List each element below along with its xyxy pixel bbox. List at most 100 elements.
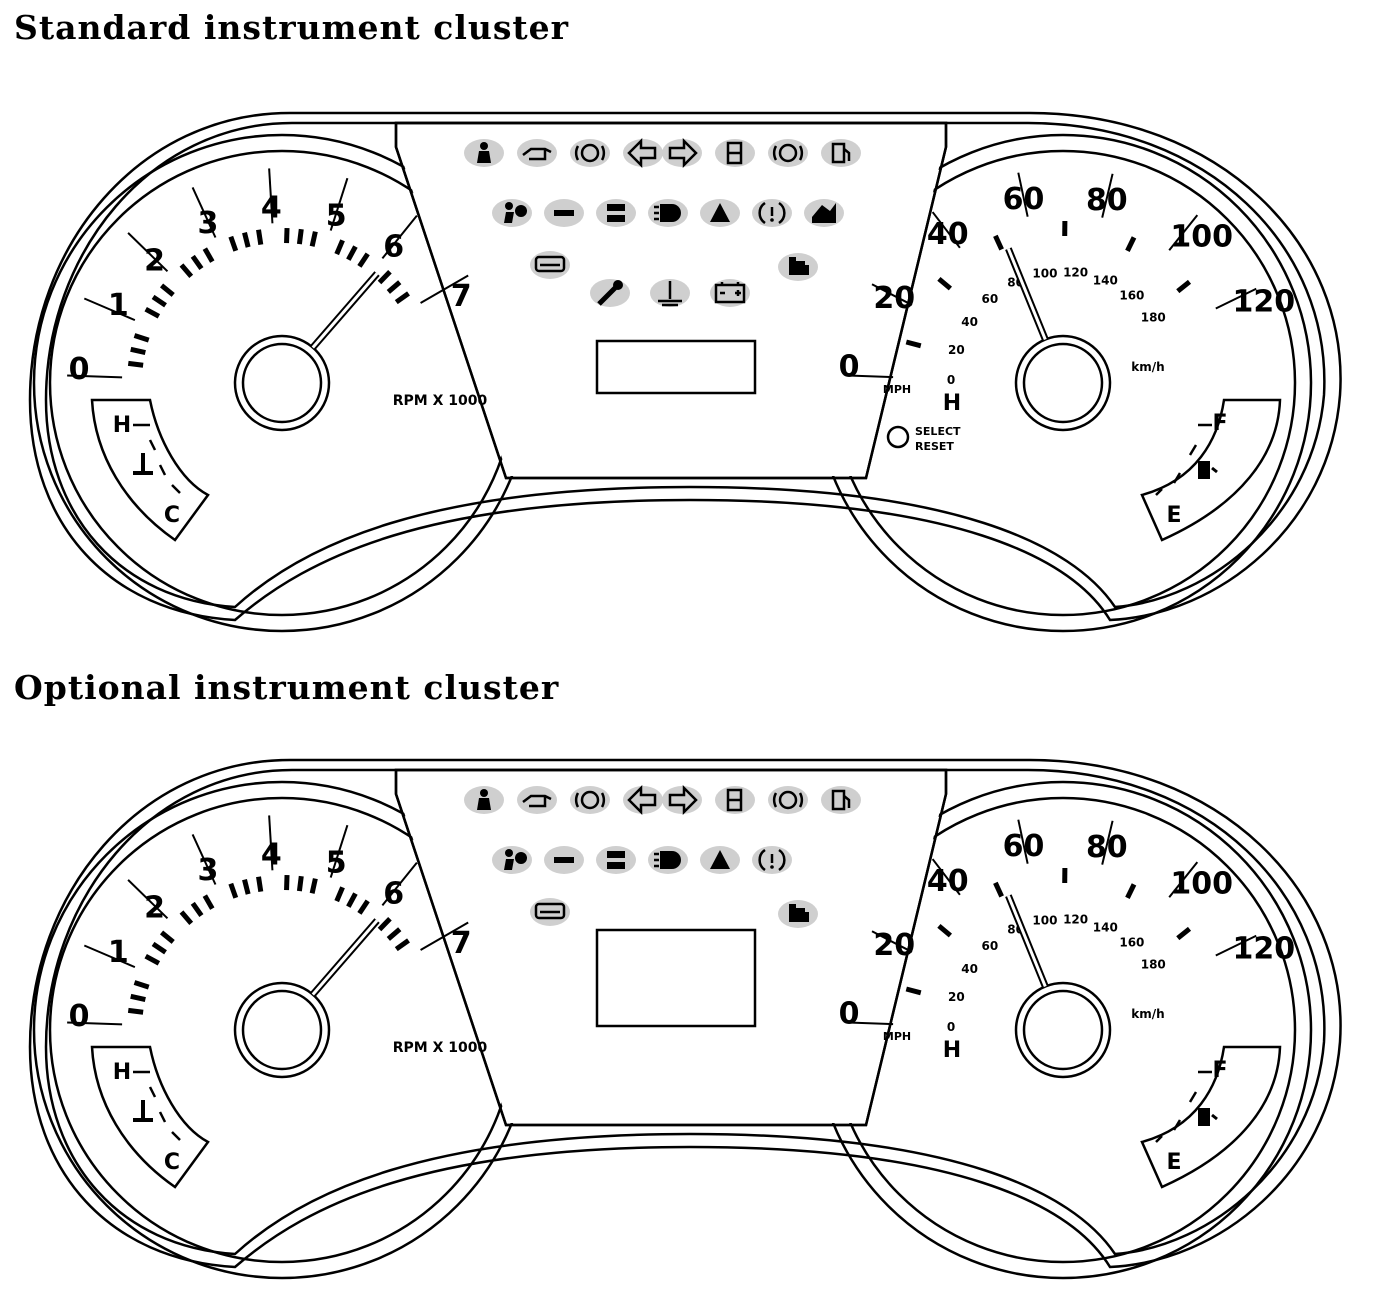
tire-pressure-icon: [752, 199, 792, 227]
fuel-gauge-ticks: [1155, 1070, 1212, 1143]
speedo-minor-tick: [993, 234, 1004, 251]
tach-numeral: 4: [261, 190, 282, 225]
tach-major-tick: [191, 187, 217, 238]
speedo-kmh-numeral: 0: [947, 373, 955, 387]
tach-major-tick: [268, 168, 274, 224]
speedo-kmh-numeral: 160: [1119, 936, 1144, 950]
seatbelt-icon: [464, 786, 504, 814]
speedo-kmh-numeral: 0: [947, 1020, 955, 1034]
tach-hub-outer: [233, 981, 331, 1079]
tach-numeral: 0: [69, 999, 90, 1034]
overdrive-off-icon: [544, 846, 584, 874]
outer-bezel: [28, 758, 1342, 1269]
tach-minor-tick: [190, 254, 204, 270]
tach-minor-tick: [334, 886, 345, 903]
tach-major-tick: [127, 879, 169, 919]
tach-major-tick: [329, 824, 349, 878]
speedo-needle-core: [1006, 895, 1047, 988]
temp-cold-label: C: [164, 503, 180, 528]
speedo-needle-core: [1006, 248, 1047, 341]
inner-bezel: [44, 768, 1326, 1256]
fuel-empty-label: E: [1166, 1150, 1181, 1175]
tach-minor-tick: [133, 333, 150, 343]
seatbelt-icon: [464, 139, 504, 167]
warning-lamps: [464, 784, 861, 928]
tach-minor-tick: [144, 954, 161, 966]
tach-minor-tick: [190, 901, 204, 917]
tach-minor-tick: [346, 245, 358, 261]
door-ajar-icon: [715, 139, 755, 167]
outer-bezel: [28, 111, 1342, 622]
speedo-kmh-numeral: 20: [948, 343, 965, 357]
tach-minor-tick: [130, 346, 146, 355]
overdrive-off-icon: [544, 199, 584, 227]
brake-icon: [570, 139, 610, 167]
door-ajar-icon: [715, 786, 755, 814]
tach-numeral: 7: [451, 279, 472, 314]
speedo-mph-numeral: 120: [1232, 932, 1295, 967]
speedo-hub-inner: [1022, 989, 1104, 1071]
tach-unit-label: RPM X 1000: [393, 393, 488, 409]
anti-theft-icon: [804, 199, 844, 227]
tach-minor-tick: [309, 878, 318, 894]
speedo-mph-numeral: 100: [1170, 867, 1233, 902]
tach-numeral: 0: [69, 352, 90, 387]
tach-major-tick: [329, 177, 349, 231]
tach-numeral: 3: [198, 206, 219, 241]
turn-right-icon: [662, 137, 702, 169]
speedo-major-tick: [1168, 214, 1199, 251]
tach-hub-inner: [241, 989, 323, 1071]
speedo-hub-outer: [1014, 334, 1112, 432]
fuel-gauge-frame: [1140, 398, 1282, 542]
tach-needle-core: [311, 919, 379, 996]
message-display: [595, 928, 757, 1028]
speedo-mph-numeral: 0: [839, 996, 860, 1031]
speedo-major-tick: [871, 930, 913, 953]
speedo-kmh-label: km/h: [1131, 1007, 1164, 1021]
speedo-minor-tick: [937, 276, 952, 291]
tach-unit-label: RPM X 1000: [393, 1040, 488, 1056]
temp-hot-label: H: [113, 1060, 131, 1085]
tach-minor-tick: [228, 882, 239, 899]
tach-minor-tick: [334, 239, 345, 256]
speedo-mph-numeral: 80: [1086, 183, 1128, 218]
fuel-gauge-frame: [1140, 1045, 1282, 1189]
tach-minor-tick: [151, 294, 167, 308]
tach-minor-tick: [377, 917, 392, 932]
fuel-full-label: F: [1212, 1058, 1227, 1083]
tach-numeral: 5: [326, 845, 347, 880]
speedo-kmh-numeral: 120: [1063, 913, 1088, 927]
speedo-major-tick: [1017, 819, 1029, 864]
optional-cluster-heading: Optional instrument cluster: [14, 668, 560, 707]
brake-icon: [570, 786, 610, 814]
tach-minor-tick: [130, 993, 146, 1002]
select-reset-knob: [886, 425, 910, 449]
tach-numeral: 1: [108, 935, 129, 970]
tach-minor-tick: [256, 229, 264, 245]
speedo-minor-tick: [905, 986, 922, 996]
inner-bezel: [44, 121, 1326, 609]
tach-minor-tick: [357, 252, 370, 268]
hill-descent-icon: [700, 846, 740, 874]
temp-hot-label: H: [113, 413, 131, 438]
tach-minor-tick: [151, 941, 167, 955]
tach-major-tick: [191, 834, 217, 885]
tach-minor-tick: [386, 927, 402, 941]
speedo-h-mark: H: [943, 391, 961, 416]
select-label: SELECT: [915, 425, 961, 438]
temp-gauge-ticks: [133, 423, 181, 494]
speedo-minor-tick: [1125, 236, 1137, 252]
tach-minor-tick: [309, 231, 318, 247]
speedo-mph-numeral: 100: [1170, 220, 1233, 255]
fuel-gauge-ticks: [1155, 423, 1212, 496]
warning-lamps: [464, 137, 861, 307]
speedo-mph-numeral: 60: [1003, 182, 1045, 217]
coolant-icon: [133, 1100, 153, 1122]
tach-major-tick: [67, 374, 123, 379]
fuel-low-icon: [1198, 461, 1218, 479]
temp-gauge-frame: [90, 1045, 210, 1189]
